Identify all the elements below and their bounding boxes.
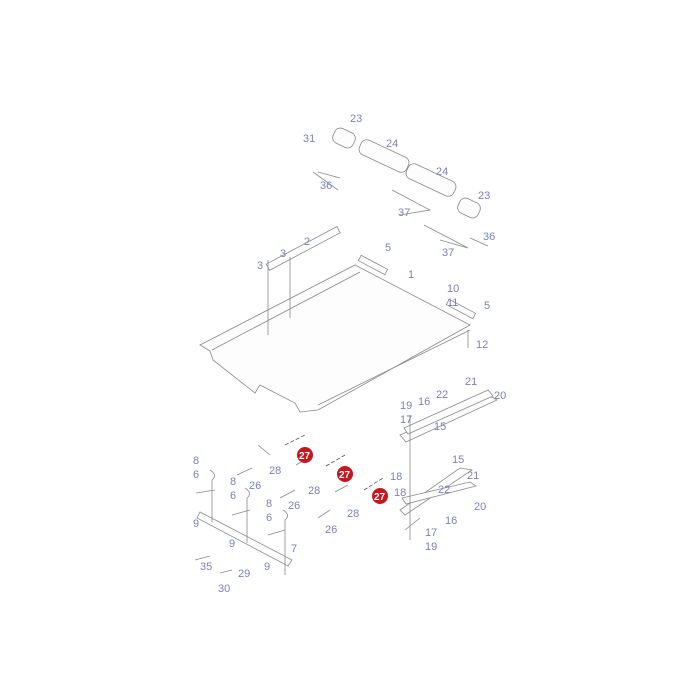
callout: 15 bbox=[452, 454, 464, 466]
callout: 24 bbox=[436, 166, 448, 178]
callout: 29 bbox=[238, 568, 250, 580]
callout: 23 bbox=[478, 190, 490, 202]
callout: 21 bbox=[465, 376, 477, 388]
callout: 37 bbox=[398, 207, 410, 219]
callout: 11 bbox=[447, 297, 458, 309]
callout: 36 bbox=[320, 180, 332, 192]
callout: 12 bbox=[476, 339, 488, 351]
callout: 26 bbox=[249, 480, 261, 492]
callout: 5 bbox=[484, 300, 490, 312]
callout: 24 bbox=[386, 138, 398, 150]
highlighted-callouts: 27 27 27 bbox=[297, 447, 388, 504]
callout: 1 bbox=[408, 269, 414, 281]
callout-labels: 23 31 24 36 24 23 37 36 37 2 3 3 5 1 10 … bbox=[193, 113, 506, 595]
callout: 5 bbox=[385, 242, 391, 254]
deck-board bbox=[199, 226, 477, 413]
side-rails bbox=[399, 389, 498, 540]
callout: 22 bbox=[436, 389, 448, 401]
callout: 31 bbox=[303, 133, 315, 145]
callout: 18 bbox=[394, 487, 406, 499]
callout: 17 bbox=[425, 527, 437, 539]
callout: 9 bbox=[193, 518, 199, 530]
svg-text:27: 27 bbox=[339, 470, 351, 481]
callout: 28 bbox=[308, 485, 320, 497]
callout: 35 bbox=[200, 561, 212, 573]
callout: 17 bbox=[400, 414, 412, 426]
callout: 26 bbox=[288, 500, 300, 512]
callout: 28 bbox=[269, 465, 281, 477]
callout: 8 bbox=[230, 476, 236, 488]
callout: 10 bbox=[447, 283, 459, 295]
svg-text:27: 27 bbox=[374, 492, 386, 503]
callout: 28 bbox=[347, 508, 359, 520]
callout: 7 bbox=[291, 543, 297, 555]
callout: 16 bbox=[418, 396, 430, 408]
callout: 2 bbox=[304, 236, 310, 248]
highlight-badge[interactable]: 27 bbox=[297, 447, 313, 463]
callout: 20 bbox=[474, 501, 486, 513]
callout: 6 bbox=[266, 512, 272, 524]
callout: 36 bbox=[483, 231, 495, 243]
callout: 20 bbox=[494, 390, 506, 402]
callout: 6 bbox=[230, 490, 236, 502]
callout: 19 bbox=[425, 541, 437, 553]
callout: 18 bbox=[390, 471, 402, 483]
callout: 37 bbox=[442, 247, 454, 259]
lower-frame bbox=[194, 444, 349, 575]
callout: 9 bbox=[264, 561, 270, 573]
callout: 30 bbox=[218, 583, 230, 595]
svg-text:27: 27 bbox=[299, 451, 311, 462]
highlight-badge[interactable]: 27 bbox=[372, 488, 388, 504]
callout: 3 bbox=[257, 260, 263, 272]
roller-assembly bbox=[312, 127, 489, 249]
callout: 3 bbox=[280, 248, 286, 260]
callout: 21 bbox=[467, 470, 479, 482]
highlight-badge[interactable]: 27 bbox=[337, 466, 353, 482]
callout: 26 bbox=[325, 524, 337, 536]
callout: 22 bbox=[438, 484, 450, 496]
callout: 8 bbox=[193, 455, 199, 467]
callout: 9 bbox=[229, 538, 235, 550]
bolt-sets bbox=[284, 434, 384, 491]
callout: 6 bbox=[193, 469, 199, 481]
callout: 8 bbox=[266, 498, 272, 510]
callout: 19 bbox=[400, 400, 412, 412]
callout: 15 bbox=[434, 421, 446, 433]
callout: 16 bbox=[445, 515, 457, 527]
callout: 23 bbox=[350, 113, 362, 125]
